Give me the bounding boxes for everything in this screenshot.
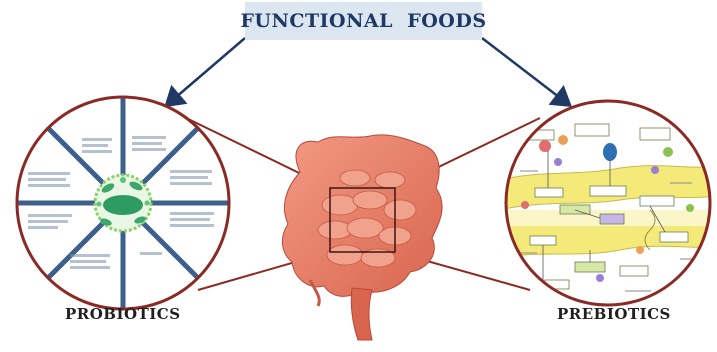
intestine-illustration [282, 135, 442, 340]
arrow-to-probiotics [168, 38, 245, 104]
probiotics-circle [15, 95, 231, 311]
arrow-to-prebiotics [482, 38, 568, 104]
prebiotics-label: PREBIOTICS [557, 305, 671, 323]
title-box: FUNCTIONAL FOODS [245, 2, 482, 40]
bacterium-cluster [95, 175, 151, 231]
probiotics-label: PROBIOTICS [65, 305, 181, 323]
diagram-title: FUNCTIONAL FOODS [240, 10, 486, 32]
prebiotics-circle [500, 101, 715, 305]
